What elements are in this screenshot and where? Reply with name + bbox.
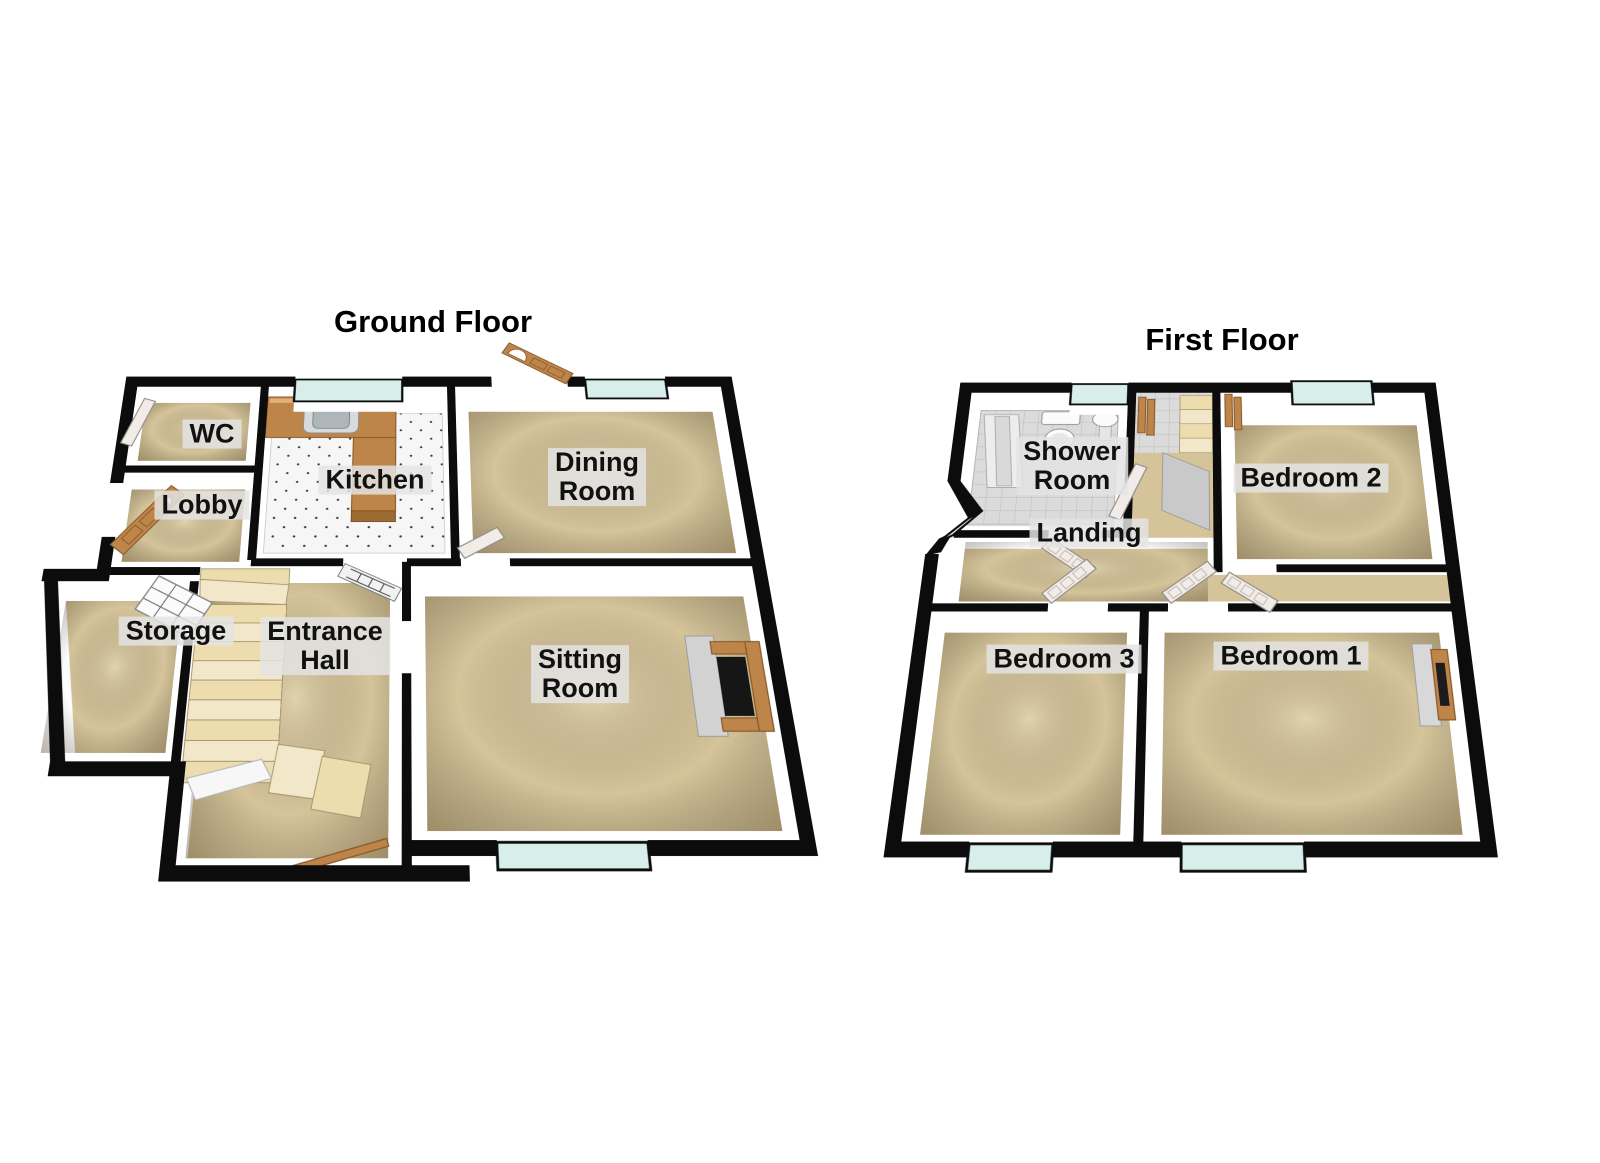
dining-window (585, 380, 669, 408)
ground-floor-plan (9, 313, 819, 888)
kitchen-window (293, 380, 402, 412)
bedroom-1-window (1181, 844, 1305, 871)
room-label-wc: WC (182, 419, 242, 449)
shower-window (1069, 384, 1128, 415)
room-label-bedroom-1: Bedroom 1 (1213, 641, 1369, 671)
room-label-bedroom-2: Bedroom 2 (1233, 463, 1389, 493)
kitchen-door (338, 564, 402, 602)
room-label-shower-room: Shower Room (1016, 437, 1128, 495)
room-label-sitting-room: Sitting Room (531, 645, 629, 703)
room-label-lobby: Lobby (154, 490, 250, 520)
storage-window (135, 576, 212, 637)
sitting-room-window (497, 842, 651, 870)
shower-room-floor (968, 410, 1119, 525)
stairwell-floor (1131, 392, 1214, 538)
ground-floor-title: Ground Floor (333, 304, 533, 339)
room-label-dining-room: Dining Room (548, 448, 646, 506)
back-door (502, 343, 573, 384)
first-floor-plan (878, 319, 1518, 894)
fireplace (685, 636, 775, 736)
bedroom-2-window (1291, 381, 1375, 424)
room-label-bedroom-3: Bedroom 3 (986, 644, 1142, 674)
room-label-entrance-hall: Entrance Hall (260, 617, 390, 675)
room-label-landing: Landing (1029, 518, 1149, 548)
room-label-storage: Storage (118, 616, 234, 646)
room-label-kitchen: Kitchen (318, 465, 432, 495)
first-floor-title: First Floor (1145, 322, 1299, 357)
bedroom-3-window (966, 844, 1052, 871)
